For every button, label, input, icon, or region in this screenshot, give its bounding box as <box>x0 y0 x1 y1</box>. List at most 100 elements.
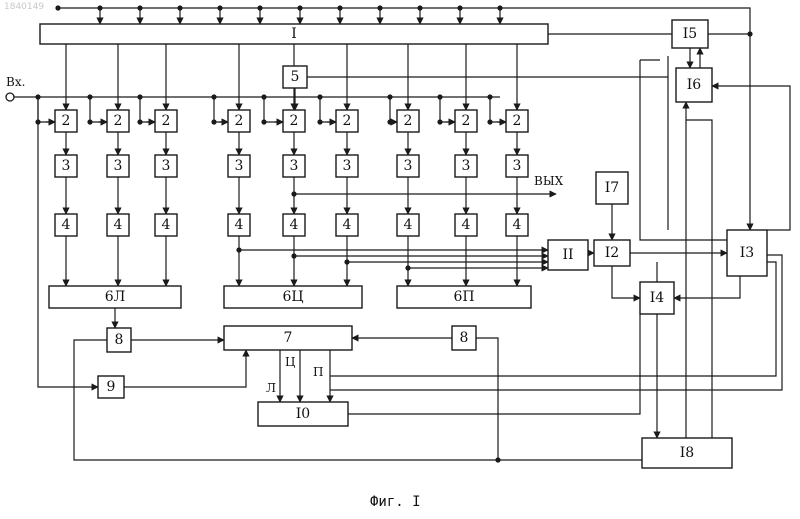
wire-59 <box>440 97 455 122</box>
junction-dot-2 <box>177 5 182 10</box>
block-4-ch8: 4 <box>455 214 477 236</box>
block-3-ch5: 3 <box>283 155 305 177</box>
junction-dot-4 <box>257 5 262 10</box>
block-4-ch9-label: 4 <box>513 217 522 233</box>
block-3-ch6: 3 <box>336 155 358 177</box>
block-3-ch2: 3 <box>107 155 129 177</box>
block-2-ch6-label: 2 <box>343 113 352 129</box>
block-11-label: II <box>562 247 573 263</box>
block-3-ch2-label: 3 <box>114 158 123 174</box>
block-4-ch3-label: 4 <box>162 217 171 233</box>
block-3-ch9: 3 <box>506 155 528 177</box>
block-3-ch5-label: 3 <box>290 158 299 174</box>
junction-dot-36 <box>495 457 500 462</box>
block-3-ch6-label: 3 <box>343 158 352 174</box>
junction-dot-12 <box>35 94 40 99</box>
junction-dot-20 <box>487 94 492 99</box>
block-4-ch7-label: 4 <box>404 217 413 233</box>
junction-dot-13 <box>87 94 92 99</box>
wire-53 <box>90 97 107 122</box>
wire-100 <box>124 350 246 387</box>
block-13-label: I3 <box>740 245 754 261</box>
block-18: I8 <box>642 438 732 468</box>
junction-dot-22 <box>87 119 92 124</box>
junction-dot-6 <box>337 5 342 10</box>
junction-dot-29 <box>487 119 492 124</box>
wire-57 <box>320 97 336 122</box>
junction-dot-1 <box>137 5 142 10</box>
block-4-ch2: 4 <box>107 214 129 236</box>
block-4-ch7: 4 <box>397 214 419 236</box>
block-6L-label: 6Л <box>105 289 126 305</box>
block-6L: 6Л <box>49 286 181 308</box>
block-2-ch1: 2 <box>55 110 77 132</box>
block-2-ch9-label: 2 <box>513 113 522 129</box>
block-3-ch1-label: 3 <box>62 158 71 174</box>
block-4-ch3: 4 <box>155 214 177 236</box>
block-3-ch3: 3 <box>155 155 177 177</box>
block-9-label: 9 <box>107 379 116 395</box>
block-4-ch1: 4 <box>55 214 77 236</box>
junction-dot-33 <box>344 259 349 264</box>
junction-dot-24 <box>211 119 216 124</box>
block-3-ch8: 3 <box>455 155 477 177</box>
input-terminal <box>6 93 14 101</box>
junction-dot-14 <box>137 94 142 99</box>
junction-dot-30 <box>291 191 296 196</box>
block-4-ch5: 4 <box>283 214 305 236</box>
block-2-ch8: 2 <box>455 110 477 132</box>
wire-54 <box>140 97 155 122</box>
block-1: I <box>40 24 548 44</box>
wire-93 <box>767 86 790 230</box>
junction-dot-0 <box>97 5 102 10</box>
block-4-ch9: 4 <box>506 214 528 236</box>
left-channel-label: Л <box>266 381 276 395</box>
junction-dot-7 <box>377 5 382 10</box>
block-10-label: I0 <box>296 406 310 422</box>
block-5: 5 <box>283 66 307 88</box>
block-6C-label: 6Ц <box>282 289 303 305</box>
block-6P-label: 6П <box>453 289 474 305</box>
block-12-label: I2 <box>605 245 619 261</box>
block-2-ch3-label: 2 <box>162 113 171 129</box>
block-2-ch7-label: 2 <box>404 113 413 129</box>
junction-dot-5 <box>297 5 302 10</box>
junction-dot-31 <box>236 247 241 252</box>
block-8-right: 8 <box>452 326 476 350</box>
wire-92 <box>330 262 776 376</box>
block-10: I0 <box>258 402 348 426</box>
wire-99 <box>38 97 98 387</box>
block-6C: 6Ц <box>224 286 362 308</box>
figure-caption: Фиг. I <box>370 494 421 510</box>
block-17: I7 <box>596 172 628 204</box>
junction-dot-19 <box>437 94 442 99</box>
block-3-ch4: 3 <box>228 155 250 177</box>
block-3-ch9-label: 3 <box>513 158 522 174</box>
wire-56 <box>264 97 283 122</box>
block-13: I3 <box>727 230 767 276</box>
block-4-ch6: 4 <box>336 214 358 236</box>
block-2-ch6: 2 <box>336 110 358 132</box>
wire-52 <box>38 97 55 122</box>
wire-78 <box>674 276 740 298</box>
block-4-ch2-label: 4 <box>114 217 123 233</box>
junction-dot-15 <box>211 94 216 99</box>
center-channel-label: Ц <box>285 355 296 369</box>
block-4-ch8-label: 4 <box>462 217 471 233</box>
block-8-left: 8 <box>107 328 131 352</box>
junction-dot-32 <box>291 253 296 258</box>
junction-dot-26 <box>317 119 322 124</box>
blocks: I52342342342342342342342342346Л6Ц6ПIII2I… <box>40 20 767 468</box>
block-3-ch3-label: 3 <box>162 158 171 174</box>
block-4-ch6-label: 4 <box>343 217 352 233</box>
block-4-ch4-label: 4 <box>235 217 244 233</box>
block-7: 7 <box>224 326 352 350</box>
junction-dot-23 <box>137 119 142 124</box>
right-channel-label: П <box>313 365 323 379</box>
junction-dot-35 <box>747 31 752 36</box>
junction-dot-27 <box>387 119 392 124</box>
junction-dot-18 <box>387 94 392 99</box>
block-2-ch8-label: 2 <box>462 113 471 129</box>
junction-dot-9 <box>457 5 462 10</box>
